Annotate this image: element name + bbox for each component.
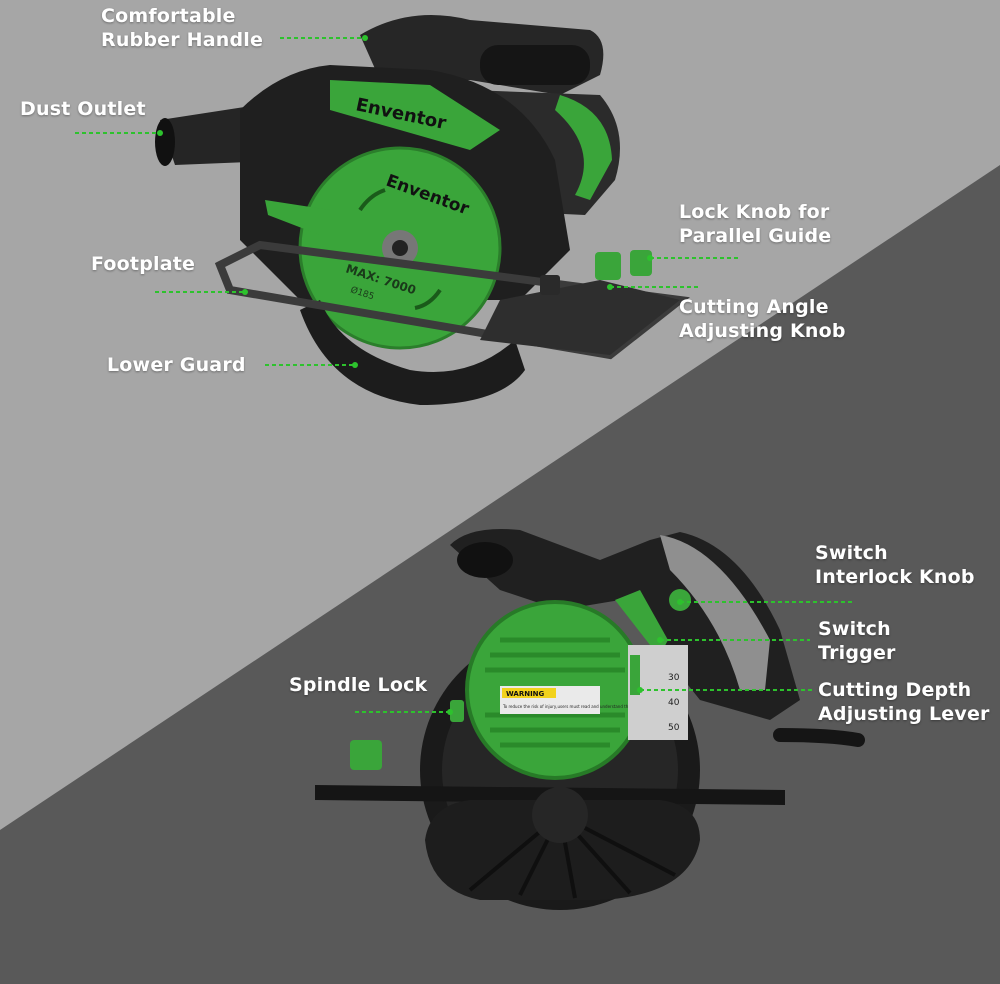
bottom-saw: WARNING To reduce the risk of injury,use…: [315, 529, 865, 910]
leader-lines: [75, 37, 855, 713]
leader-dots: [157, 35, 683, 715]
switch-trigger: [615, 590, 668, 655]
lower-guard-bottom: [425, 800, 700, 900]
lower-guard: [300, 300, 525, 405]
callout-dust-outlet: Dust Outlet: [20, 98, 146, 120]
callout-lock-knob: Lock Knob for Parallel Guide: [679, 201, 832, 247]
callout-lower-guard: Lower Guard: [107, 354, 246, 376]
depth-scale-50: 50: [668, 723, 680, 733]
front-knob: [350, 740, 382, 770]
top-saw: Enventor Enventor MAX: 7000 Ø185: [155, 15, 690, 405]
callout-switch-trigger: Switch Trigger: [818, 618, 896, 664]
spindle-lock: [450, 700, 464, 722]
callout-spindle-lock: Spindle Lock: [289, 674, 428, 696]
parallel-guide-knob: [595, 252, 621, 280]
callout-cutting-depth: Cutting Depth Adjusting Lever: [818, 679, 990, 725]
depth-scale-40: 40: [668, 698, 680, 708]
cutting-depth-lever: [630, 655, 640, 695]
warning-text: To reduce the risk of injury,users must …: [502, 704, 670, 709]
angle-adjust-knob: [540, 275, 560, 295]
bevel-lever: [265, 200, 340, 235]
guard-label: [330, 80, 500, 150]
warning-title: WARNING: [506, 690, 545, 698]
depth-scale-30: 30: [668, 673, 680, 683]
callout-switch-interlock: Switch Interlock Knob: [815, 542, 975, 588]
callout-footplate: Footplate: [91, 253, 196, 275]
callout-cutting-angle: Cutting Angle Adjusting Knob: [679, 296, 846, 342]
power-cord: [773, 728, 865, 747]
callout-rubber-handle: Comfortable Rubber Handle: [101, 5, 264, 51]
